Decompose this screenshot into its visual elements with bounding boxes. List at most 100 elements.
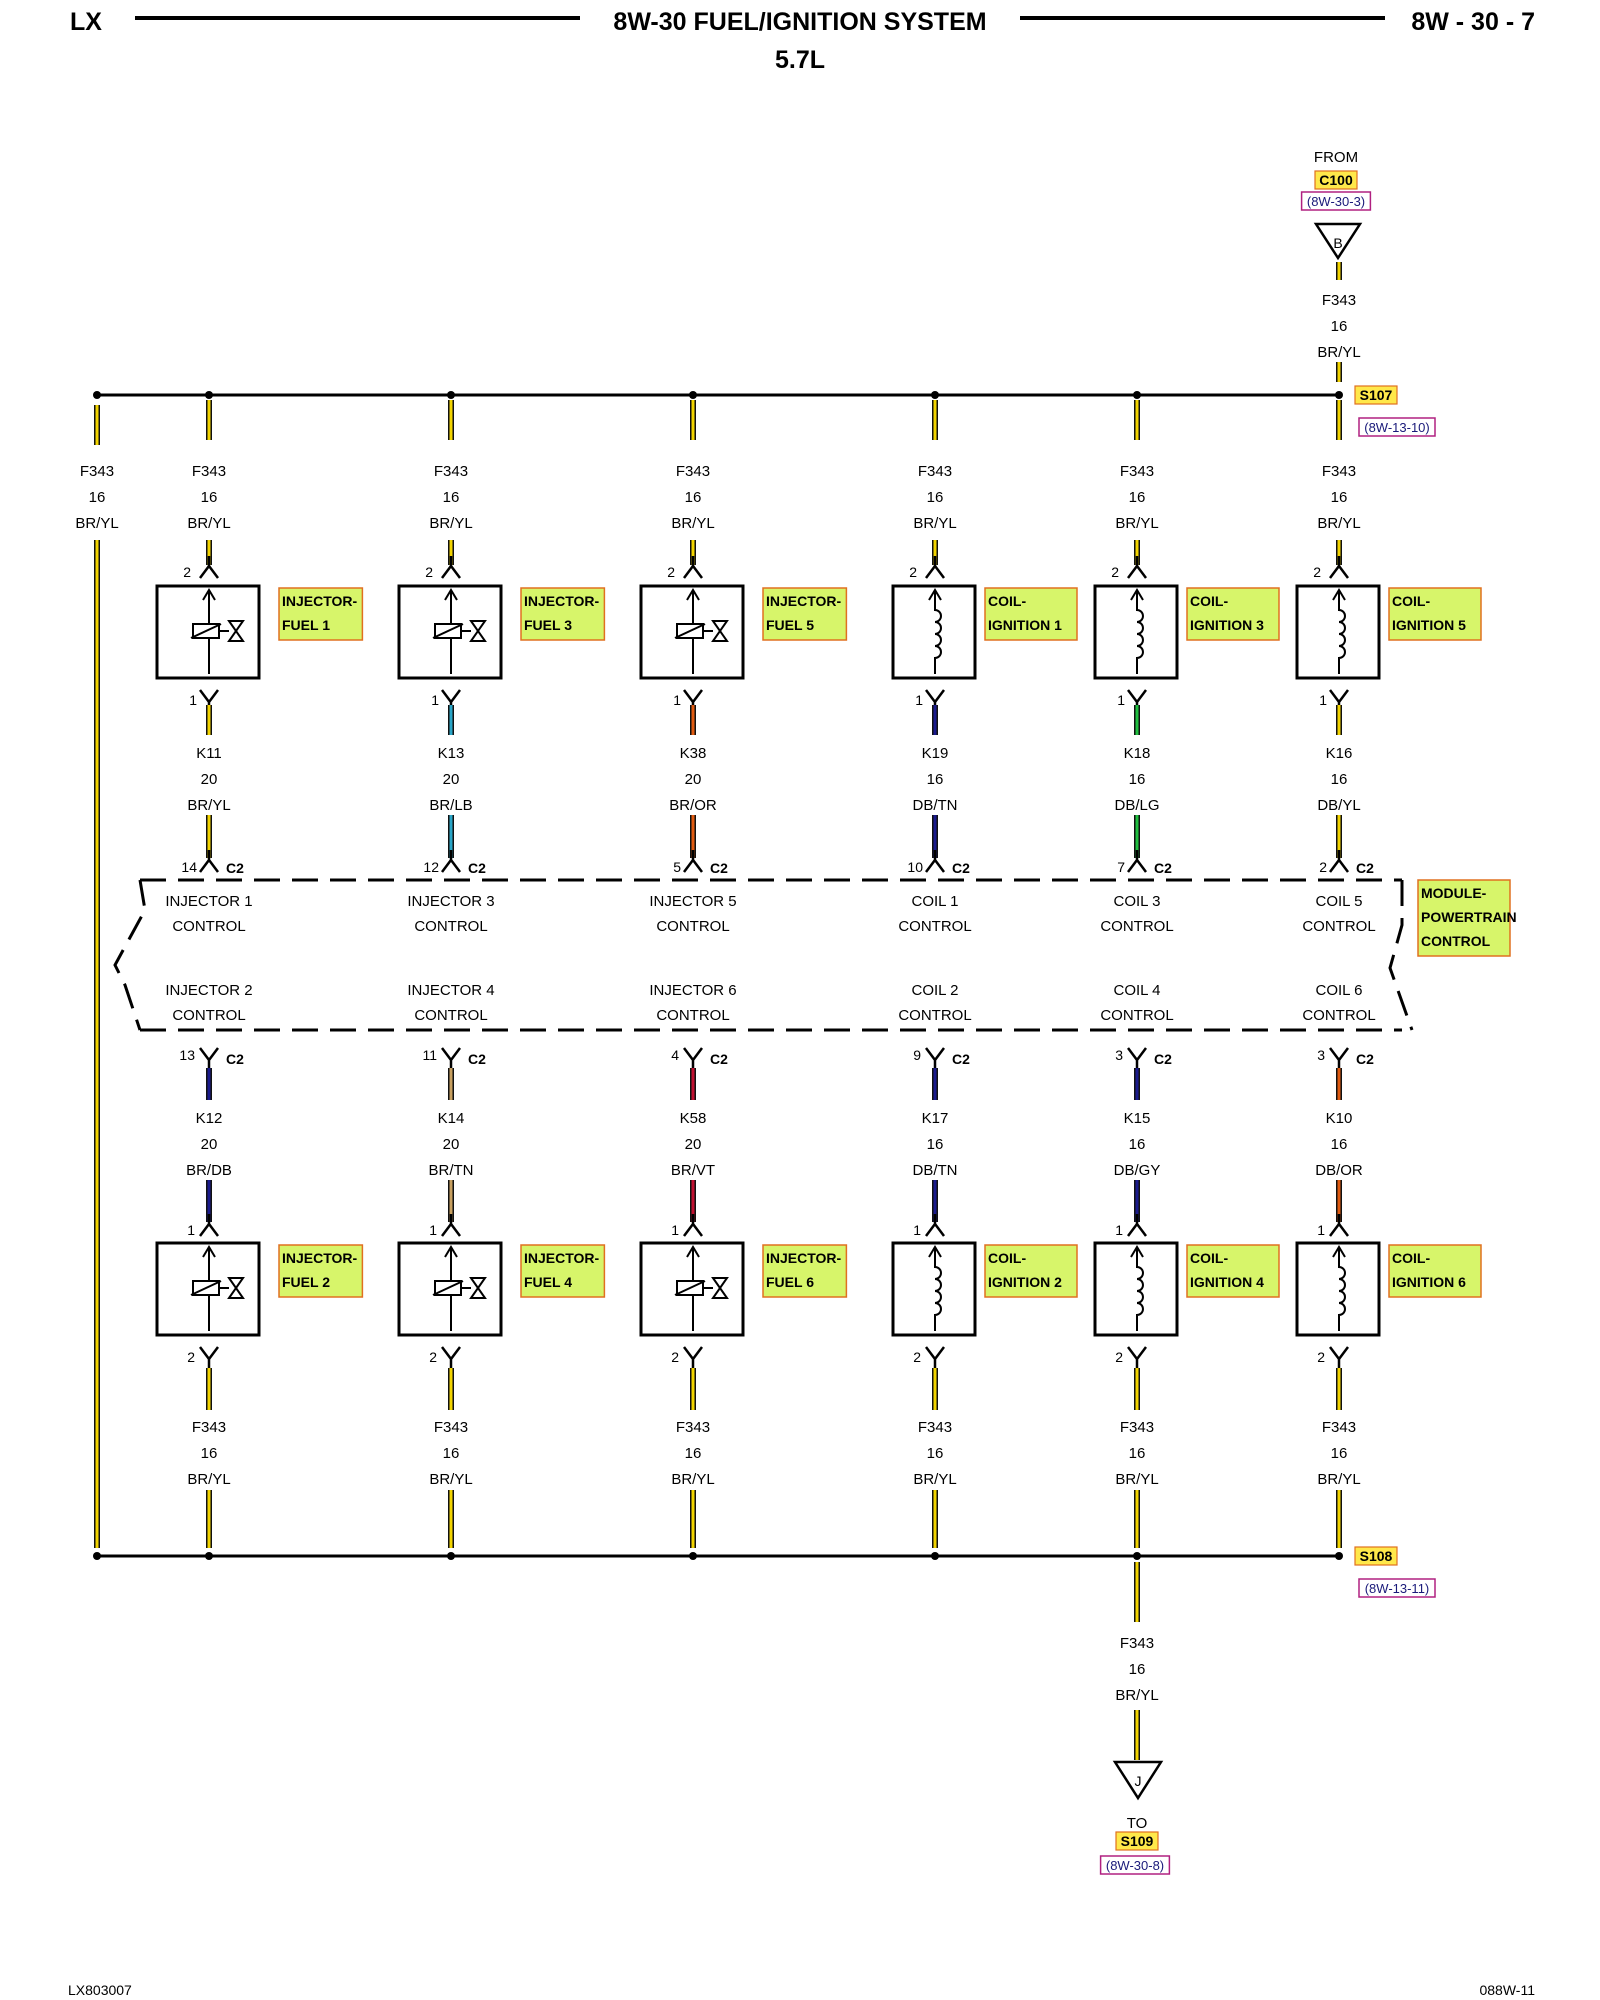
col4-bottom-control-line2: CONTROL	[898, 1007, 971, 1024]
col4-top-control-line1: COIL 1	[912, 893, 959, 910]
col5-bottom-pin-out: 2	[1115, 1349, 1123, 1365]
col3-top-pin-in-fork	[683, 556, 703, 579]
col5-top-feed-gauge: 16	[1129, 489, 1146, 506]
col4-bottom-device-label: COIL-IGNITION 2	[988, 1250, 1062, 1290]
col3-bottom-pin-in-fork	[683, 1214, 703, 1237]
col1-bottom-pin-in-fork	[199, 1214, 219, 1237]
col4-top-control-line2: CONTROL	[898, 918, 971, 935]
col6-bottom-pin-out: 2	[1317, 1349, 1325, 1365]
dest-splice-box	[1115, 1831, 1159, 1851]
splice-top-ref: (8W-13-10)	[1364, 420, 1430, 435]
footer-left: LX803007	[68, 1982, 132, 1998]
col2-top-feed-gauge: 16	[443, 489, 460, 506]
col2-top-device-slash	[432, 623, 464, 639]
col1-bottom-signal-color: BR/DB	[186, 1162, 232, 1179]
col2-bottom-signal-color: BR/TN	[429, 1162, 474, 1179]
col1-bottom-device-arrow	[202, 1245, 216, 1258]
col3-top-signal-gauge: 20	[685, 771, 702, 788]
col5-top-signal-circuit: K18	[1124, 745, 1151, 762]
col1-top-signal-color: BR/YL	[187, 797, 230, 814]
col4-bottom-pin-out: 2	[913, 1349, 921, 1365]
source-from-label: FROM	[1314, 149, 1358, 166]
col5-bottom-control-line2: CONTROL	[1100, 1007, 1173, 1024]
col6-bottom-pin-in: 1	[1317, 1222, 1325, 1238]
col2-top-signal-gauge: 20	[443, 771, 460, 788]
col2-top-device-label: INJECTOR-FUEL 3	[524, 593, 600, 633]
col1-top-control-line2: CONTROL	[172, 918, 245, 935]
col2-bottom-pin-in: 1	[429, 1222, 437, 1238]
col3-top-pcm-fork	[683, 850, 703, 873]
header-right: 8W - 30 - 7	[1411, 8, 1535, 36]
header-left: LX	[70, 8, 102, 36]
col6-top-pin-in-fork	[1329, 556, 1349, 579]
col2-top-pcm-fork	[441, 850, 461, 873]
col4-bottom-device-label-bg	[984, 1244, 1078, 1298]
col2-top-pcm-connector: C2	[468, 860, 486, 876]
col1-bottom-feed-color: BR/YL	[187, 1471, 230, 1488]
col6-bottom-pcm-pin: 3	[1317, 1047, 1325, 1063]
col3-bottom-signal-circuit: K58	[680, 1110, 707, 1127]
col2-bottom-device-arrow	[444, 1245, 458, 1258]
bottom-splice-node-3	[689, 1552, 697, 1560]
col6-top-control-line1: COIL 5	[1316, 893, 1363, 910]
col5-bottom-pin-out-fork	[1127, 1346, 1147, 1369]
col2-top-signal-color: BR/LB	[429, 797, 472, 814]
col6-bottom-device-winding	[1338, 1247, 1346, 1331]
col6-bottom-signal-color: DB/OR	[1315, 1162, 1363, 1179]
col6-bottom-device-label-bg	[1388, 1244, 1482, 1298]
col2-bottom-control-line1: INJECTOR 4	[407, 982, 494, 999]
col5-bottom-pin-in-fork	[1127, 1214, 1147, 1237]
col2-top-pin-in: 2	[425, 564, 433, 580]
col3-top-pcm-pin: 5	[673, 859, 681, 875]
col5-bottom-signal-gauge: 16	[1129, 1136, 1146, 1153]
col4-top-device-winding	[934, 590, 942, 674]
top-splice-node-2	[447, 391, 455, 399]
col3-bottom-device-label: INJECTOR-FUEL 6	[766, 1250, 842, 1290]
col1-top-device-label-bg	[278, 587, 364, 641]
col3-bottom-pin-out-fork	[683, 1346, 703, 1369]
col3-top-signal-color: BR/OR	[669, 797, 717, 814]
col6-top-signal-gauge: 16	[1331, 771, 1348, 788]
col2-top-feed-color: BR/YL	[429, 515, 472, 532]
bottom-splice-node-4	[931, 1552, 939, 1560]
col4-bottom-pcm-pin: 9	[913, 1047, 921, 1063]
col5-bottom-feed-color: BR/YL	[1115, 1471, 1158, 1488]
col5-bottom-pcm-connector: C2	[1154, 1051, 1172, 1067]
top-splice-node-3	[689, 391, 697, 399]
col4-top-feed-gauge: 16	[927, 489, 944, 506]
col6-top-feed-circuit: F343	[1322, 463, 1356, 480]
col5-top-pcm-pin: 7	[1117, 859, 1125, 875]
col1-top-pcm-pin: 14	[181, 859, 197, 875]
col2-top-pin-out: 1	[431, 692, 439, 708]
col6-bottom-feed-gauge: 16	[1331, 1445, 1348, 1462]
col3-top-feed-gauge: 16	[685, 489, 702, 506]
col4-top-signal-color: DB/TN	[913, 797, 958, 814]
col2-bottom-pin-out-fork	[441, 1346, 461, 1369]
col6-top-pcm-connector: C2	[1356, 860, 1374, 876]
top-splice-node-1	[205, 391, 213, 399]
col1-bottom-pin-in: 1	[187, 1222, 195, 1238]
col6-top-device-label: COIL-IGNITION 5	[1392, 593, 1466, 633]
col3-bottom-feed-circuit: F343	[676, 1419, 710, 1436]
col2-bottom-device-label-bg	[520, 1244, 606, 1298]
source-ref: (8W-30-3)	[1307, 194, 1365, 209]
col1-bottom-signal-circuit: K12	[196, 1110, 223, 1127]
col2-bottom-device-slash	[432, 1280, 464, 1296]
col6-bottom-device-label: COIL-IGNITION 6	[1392, 1250, 1466, 1290]
source-connector-box	[1314, 170, 1358, 190]
dest-splice: S109	[1121, 1833, 1154, 1849]
col6-bottom-pin-out-fork	[1329, 1346, 1349, 1369]
col2-top-device-label-bg	[520, 587, 606, 641]
col6-top-device-winding	[1338, 590, 1346, 674]
col1-bottom-pcm-fork	[199, 1047, 219, 1070]
col3-top-control-line1: INJECTOR 5	[649, 893, 736, 910]
col5-top-control-line2: CONTROL	[1100, 918, 1173, 935]
col4-top-device-label-bg	[984, 587, 1078, 641]
col6-top-feed-gauge: 16	[1331, 489, 1348, 506]
col4-top-pcm-pin: 10	[907, 859, 923, 875]
source-ref-box	[1300, 191, 1372, 211]
col6-bottom-pcm-fork	[1329, 1047, 1349, 1070]
col2-bottom-pcm-fork	[441, 1047, 461, 1070]
